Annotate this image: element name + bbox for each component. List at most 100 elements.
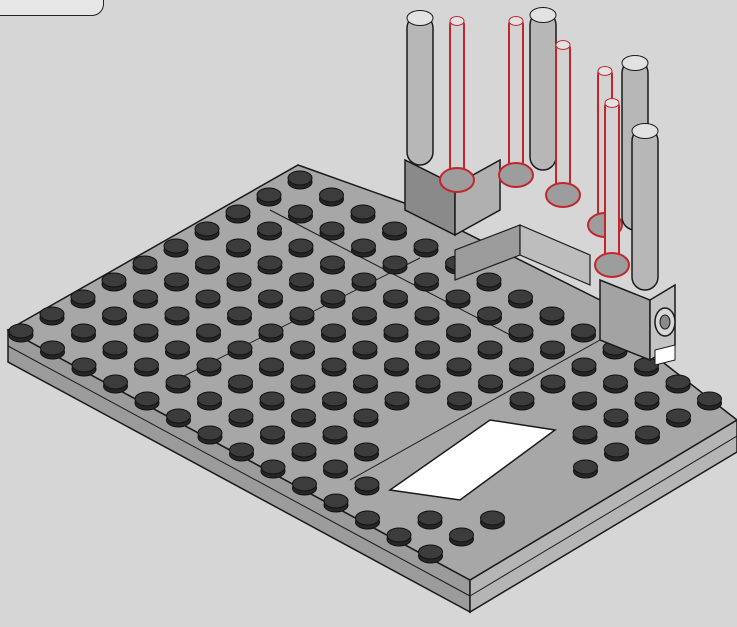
- stud: [321, 290, 345, 308]
- stud: [324, 460, 348, 478]
- stud: [448, 392, 472, 410]
- stud: [321, 256, 345, 274]
- stud: [41, 341, 65, 359]
- stud: [540, 307, 564, 325]
- stud: [320, 222, 344, 240]
- stud: [291, 375, 315, 393]
- stud: [478, 307, 502, 325]
- stud: [167, 409, 191, 427]
- stud: [290, 273, 314, 291]
- stud: [135, 358, 159, 376]
- stud: [418, 511, 442, 529]
- stud: [635, 392, 659, 410]
- stud: [289, 205, 313, 223]
- stud: [383, 256, 407, 274]
- stud: [260, 358, 284, 376]
- stud: [196, 290, 220, 308]
- stud: [261, 460, 285, 478]
- stud: [260, 392, 284, 410]
- stud: [261, 426, 285, 444]
- stud: [447, 324, 471, 342]
- stud: [293, 477, 317, 495]
- stud: [165, 273, 189, 291]
- stud: [446, 290, 470, 308]
- stud: [135, 392, 159, 410]
- stud: [605, 443, 629, 461]
- stud: [385, 358, 409, 376]
- stud: [322, 324, 346, 342]
- stud: [541, 375, 565, 393]
- stud: [134, 324, 158, 342]
- stud: [134, 290, 158, 308]
- stud: [352, 273, 376, 291]
- stud: [355, 443, 379, 461]
- stud: [323, 426, 347, 444]
- stud: [229, 375, 253, 393]
- stud: [384, 290, 408, 308]
- stud: [165, 307, 189, 325]
- stud: [414, 239, 438, 257]
- stud: [258, 222, 282, 240]
- stud: [227, 239, 251, 257]
- stud: [510, 358, 534, 376]
- stud: [259, 290, 283, 308]
- stud: [40, 307, 64, 325]
- stud: [9, 324, 33, 342]
- stud: [320, 188, 344, 206]
- stud: [541, 341, 565, 359]
- stud: [164, 239, 188, 257]
- stud: [355, 477, 379, 495]
- stud: [228, 341, 252, 359]
- stud: [198, 426, 222, 444]
- stud: [479, 375, 503, 393]
- stud: [481, 511, 505, 529]
- stud: [229, 409, 253, 427]
- stud: [415, 273, 439, 291]
- stud: [258, 256, 282, 274]
- stud: [509, 324, 533, 342]
- stud: [604, 409, 628, 427]
- stud: [356, 511, 380, 529]
- stud: [197, 324, 221, 342]
- stud: [447, 358, 471, 376]
- baseplate: [8, 165, 737, 612]
- stud: [666, 375, 690, 393]
- stud: [573, 426, 597, 444]
- stud: [288, 171, 312, 189]
- stud: [166, 341, 190, 359]
- bar-holder: [530, 8, 556, 171]
- stud: [450, 528, 474, 546]
- stud: [195, 222, 219, 240]
- stud: [228, 307, 252, 325]
- stud: [133, 256, 157, 274]
- stud: [354, 375, 378, 393]
- stud: [196, 256, 220, 274]
- stud: [574, 460, 598, 478]
- stud: [477, 273, 501, 291]
- stud: [226, 205, 250, 223]
- stud: [415, 307, 439, 325]
- stud: [572, 358, 596, 376]
- stud: [103, 307, 127, 325]
- stud: [197, 358, 221, 376]
- stud: [416, 341, 440, 359]
- stud: [419, 545, 443, 563]
- stud: [384, 324, 408, 342]
- stud: [322, 358, 346, 376]
- stud: [383, 222, 407, 240]
- stud: [510, 392, 534, 410]
- stud: [198, 392, 222, 410]
- bar-holder: [407, 11, 433, 166]
- stud: [289, 239, 313, 257]
- stud: [323, 392, 347, 410]
- stud: [573, 392, 597, 410]
- stud: [572, 324, 596, 342]
- stud: [351, 205, 375, 223]
- highlighted-bar: [440, 17, 474, 193]
- stud: [416, 375, 440, 393]
- highlighted-bar: [499, 17, 533, 188]
- stud: [353, 341, 377, 359]
- stud: [166, 375, 190, 393]
